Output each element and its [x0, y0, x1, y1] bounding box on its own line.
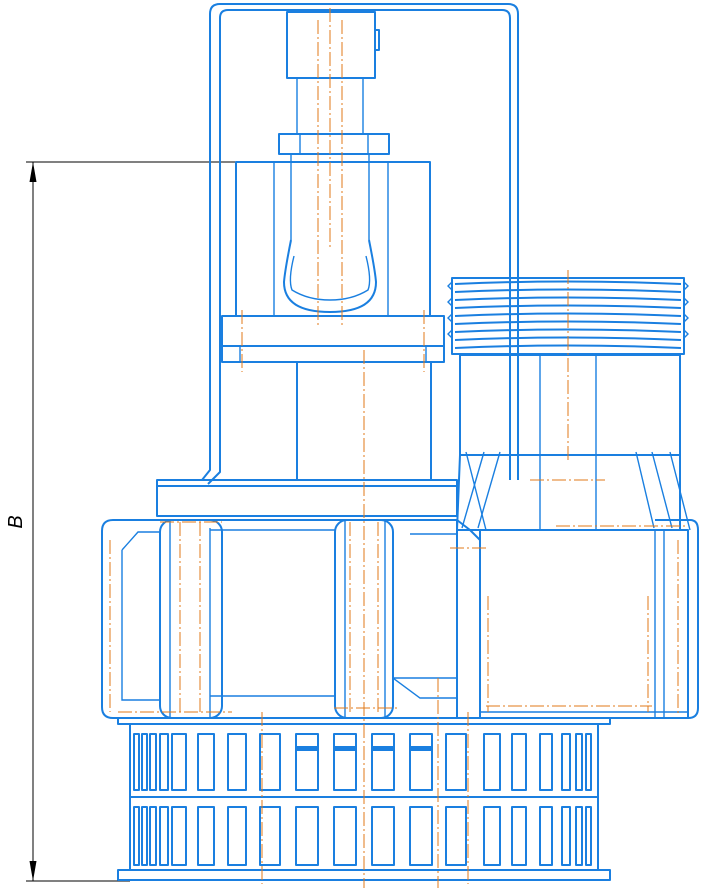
strainer-slot [149, 806, 157, 866]
strainer-slot [409, 733, 433, 791]
strainer-slot [171, 806, 187, 866]
strainer-slot [539, 806, 553, 866]
strainer-slot [133, 806, 140, 866]
strainer-crossbar [410, 746, 432, 751]
middle-flange [118, 479, 458, 521]
strainer-slot [561, 806, 571, 866]
strainer-slot [585, 733, 592, 791]
strainer-slot [371, 733, 395, 791]
strainer-slot [295, 806, 319, 866]
strainer-slot [171, 733, 187, 791]
strainer-slot [197, 733, 215, 791]
strainer-slot [133, 733, 140, 791]
strainer-slot [575, 733, 583, 791]
strainer-slot [561, 733, 571, 791]
strainer-slot [259, 806, 281, 866]
strainer-slot [141, 733, 148, 791]
strainer-slot [149, 733, 157, 791]
dimension-label: B [5, 515, 27, 528]
pump-body [101, 519, 458, 719]
strainer-crossbar [334, 746, 356, 751]
carry-handle [201, 3, 519, 485]
strainer-slot [227, 806, 247, 866]
dimension-b: B [5, 161, 272, 882]
strainer-slot [227, 733, 247, 791]
upper-housing [221, 161, 445, 481]
strainer-slot [259, 733, 281, 791]
cable-connector [278, 11, 390, 313]
strainer-slot [371, 806, 395, 866]
strainer-slot [445, 806, 467, 866]
strainer-slot [445, 733, 467, 791]
strainer-slot [483, 733, 501, 791]
strainer-slot [585, 806, 592, 866]
strainer-slots [133, 733, 592, 866]
strainer-slot [511, 806, 527, 866]
strainer-slot [575, 806, 583, 866]
strainer-crossbar [296, 746, 318, 751]
strainer-slot [159, 733, 169, 791]
centerlines [109, 8, 686, 888]
strainer-slot [511, 733, 527, 791]
strainer-slot [333, 733, 357, 791]
strainer-crossbar [372, 746, 394, 751]
strainer-slot [539, 733, 553, 791]
strainer-slot [197, 806, 215, 866]
discharge-outlet [456, 354, 699, 719]
strainer-slot [141, 806, 148, 866]
strainer-slot [483, 806, 501, 866]
strainer-slot [409, 806, 433, 866]
strainer-slot [159, 806, 169, 866]
strainer-slot [295, 733, 319, 791]
strainer-slot [333, 806, 357, 866]
